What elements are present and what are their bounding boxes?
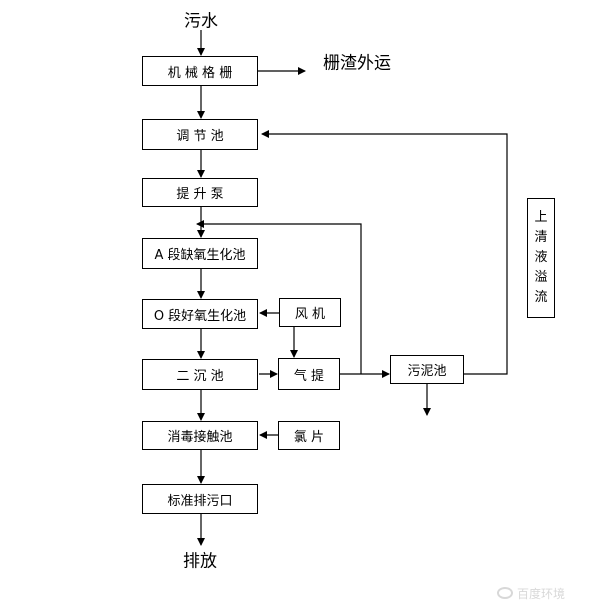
- chlorine-box: 氯 片: [278, 421, 340, 450]
- watermark: 百度环境: [497, 583, 587, 603]
- overflow-char-3: 液: [534, 250, 548, 265]
- supernatant-overflow-box: 上 清 液 溢 流: [527, 198, 555, 318]
- arrow-sludge-return-to-anoxic: [196, 220, 362, 374]
- pump-box: 提 升 泵: [142, 178, 258, 207]
- airlift-box: 气 提: [278, 358, 340, 390]
- watermark-text: 百度环境: [517, 586, 566, 601]
- screenings-label: 栅渣外运: [323, 53, 391, 74]
- clarifier-box: 二 沉 池: [142, 359, 258, 390]
- arrow-overflow-to-equalization: [261, 130, 508, 375]
- overflow-char-2: 清: [534, 230, 548, 245]
- weibo-logo-icon: [497, 587, 513, 599]
- sludge-tank-box: 污泥池: [390, 355, 464, 384]
- screen-box: 机 械 格 栅: [142, 56, 258, 86]
- outlet-box: 标准排污口: [142, 484, 258, 514]
- equalization-box: 调 节 池: [142, 119, 258, 150]
- disinfection-box: 消毒接触池: [142, 421, 258, 450]
- blower-box: 风 机: [279, 298, 341, 327]
- anoxic-box: A 段缺氧生化池: [142, 238, 258, 269]
- overflow-char-4: 溢: [534, 270, 548, 285]
- aerobic-box: O 段好氧生化池: [142, 299, 258, 329]
- discharge-label: 排放: [183, 551, 217, 572]
- overflow-char-1: 上: [534, 210, 548, 225]
- overflow-char-5: 流: [534, 290, 548, 305]
- input-label: 污水: [184, 11, 218, 32]
